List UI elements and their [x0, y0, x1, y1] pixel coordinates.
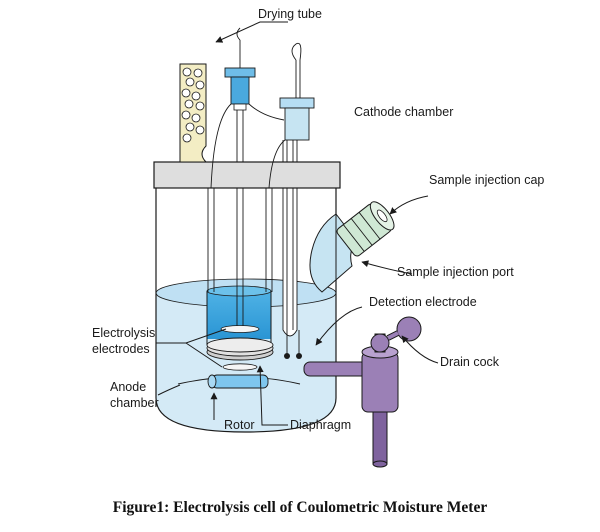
- drying-tube: [179, 63, 208, 163]
- label-electrolysis-electrodes-2: electrodes: [92, 342, 150, 356]
- figure-caption: Figure1: Electrolysis cell of Coulometri…: [113, 499, 488, 516]
- label-electrolysis-electrodes-1: Electrolysis: [92, 326, 155, 340]
- electrode-wires: [207, 110, 302, 359]
- electrode-stopper-right: [210, 42, 315, 189]
- caption-prefix: Figure1: [113, 499, 164, 516]
- label-sample-injection-port: Sample injection port: [397, 265, 514, 279]
- label-drain-cock: Drain cock: [440, 355, 500, 369]
- drain-cock: [303, 316, 422, 468]
- label-sample-injection-cap: Sample injection cap: [429, 173, 544, 187]
- vessel-wall: [155, 188, 337, 433]
- label-cathode-chamber: Cathode chamber: [354, 105, 453, 119]
- cathode-chamber: [206, 285, 274, 371]
- label-anode-chamber-1: Anode: [110, 380, 146, 394]
- detection-electrode-tip-2: [296, 353, 302, 359]
- cathode-disc: [220, 325, 260, 333]
- label-drying-tube: Drying tube: [258, 7, 322, 21]
- caption-separator: :: [164, 499, 173, 516]
- rotor: [177, 374, 301, 389]
- electrode-stopper-left: [224, 27, 256, 111]
- drain-cock-handle: [396, 316, 422, 342]
- detection-electrode-tip-1: [284, 353, 290, 359]
- vessel-lid: [153, 161, 341, 189]
- label-anode-chamber-2: chamber: [110, 396, 159, 410]
- label-detection-electrode: Detection electrode: [369, 295, 477, 309]
- label-diaphragm: Diaphragm: [290, 418, 351, 432]
- leader-lines: [156, 21, 439, 426]
- anode-disc: [222, 363, 258, 371]
- label-rotor: Rotor: [224, 418, 255, 432]
- caption-text: Electrolysis cell of Coulometric Moistur…: [173, 499, 487, 516]
- sample-injection-cap: [336, 201, 395, 257]
